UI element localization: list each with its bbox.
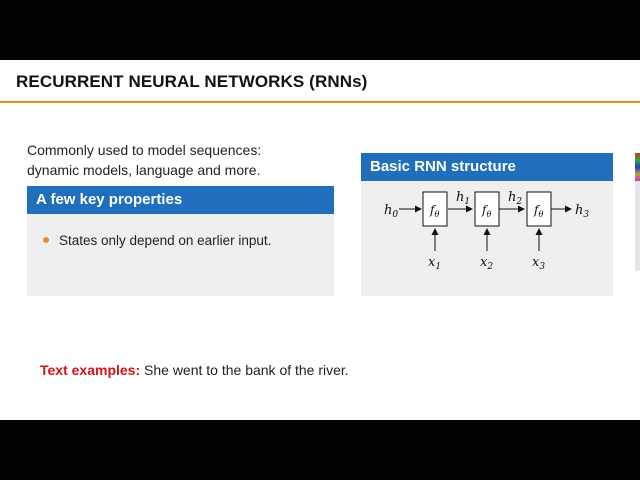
cell-box-3 (526, 191, 552, 227)
intro-line-1: Commonly used to model sequences: (27, 142, 262, 158)
next-slide-edge-preview (635, 153, 640, 273)
x3-label: x3 (532, 255, 545, 272)
h2-label: h2 (508, 190, 522, 207)
text-example: Text examples: She went to the bank of t… (40, 362, 349, 378)
rnn-diagram: fθ fθ fθ h0 h1 h2 h3 x1 x2 x3 (384, 190, 589, 272)
h0-label: h0 (384, 203, 398, 220)
intro-text: Commonly used to model sequences: dynami… (27, 140, 261, 180)
key-properties-header: A few key properties (27, 186, 334, 214)
bullet-text: States only depend on earlier input. (59, 233, 272, 248)
h1-label: h1 (456, 190, 470, 207)
x1-label: x1 (428, 255, 441, 272)
edge-preview-panel (635, 181, 640, 271)
title-divider (0, 101, 640, 103)
intro-line-2: dynamic models, language and more. (27, 162, 261, 178)
slide-title: RECURRENT NEURAL NETWORKS (RNNs) (16, 72, 368, 91)
x2-label: x2 (480, 255, 493, 272)
text-example-label: Text examples: (40, 362, 141, 378)
cell-label-3: fθ (533, 203, 543, 219)
cell-box-2 (474, 191, 500, 227)
h3-label: h3 (575, 203, 589, 220)
slide: RECURRENT NEURAL NETWORKS (RNNs) Commonl… (0, 60, 640, 420)
cell-box-1 (422, 191, 448, 227)
key-properties-box: A few key properties States only depend … (27, 186, 334, 296)
cell-label-1: fθ (429, 203, 439, 219)
bullet-item: States only depend on earlier input. (43, 233, 271, 248)
edge-preview-image (635, 153, 640, 181)
rnn-structure-header: Basic RNN structure (361, 153, 613, 181)
cell-label-2: fθ (481, 203, 491, 219)
rnn-structure-box: Basic RNN structure fθ fθ fθ (361, 153, 613, 296)
bullet-dot-icon (43, 237, 49, 244)
text-example-sentence: She went to the bank of the river. (140, 362, 349, 378)
